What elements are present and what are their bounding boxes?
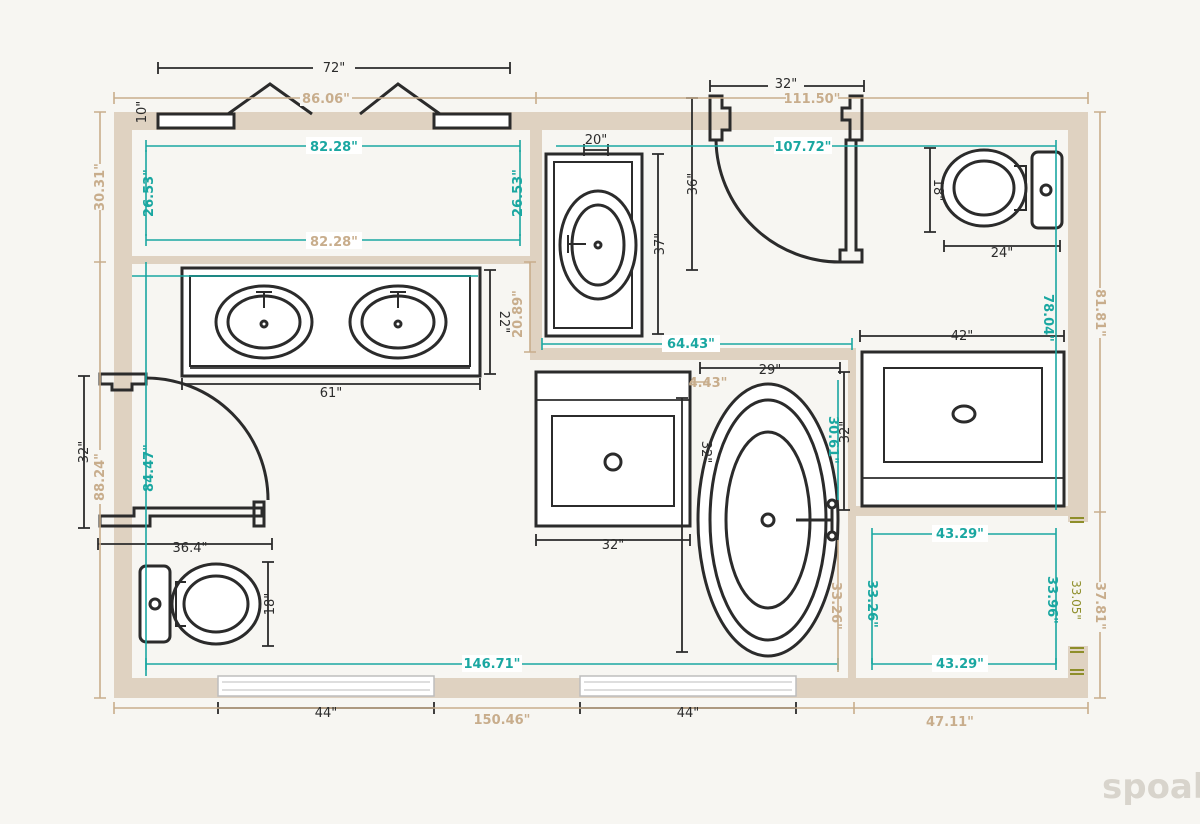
dim-107-72: 107.72" [775, 140, 832, 155]
tub-wall [848, 348, 856, 678]
closet-wall [856, 506, 1068, 516]
sink-right [348, 284, 448, 360]
dim-64-43: 64.43" [667, 337, 715, 352]
window-left-sash [227, 82, 313, 116]
door-top[interactable] [708, 94, 864, 264]
dim-4-43: 4.43" [689, 376, 728, 391]
dim-111-50: 111.50" [784, 92, 841, 107]
dim-30-31: 30.31" [93, 163, 108, 211]
dim-20: 20" [585, 133, 608, 148]
vanity-cabinet-center [534, 370, 692, 528]
spoak-logo: spoak. [1102, 767, 1200, 807]
window-right-sash [359, 82, 441, 116]
wall-opening [1068, 522, 1088, 646]
dim-33-26-left: 33.26" [828, 582, 843, 630]
vanity-cabinet-right [860, 350, 1066, 508]
dim-18-bottom: 18" [263, 593, 278, 616]
dim-10: 10" [135, 101, 150, 124]
dim-32-door: 32" [775, 77, 798, 92]
dim-18-top: 18" [930, 179, 945, 202]
door-left[interactable] [98, 372, 270, 528]
double-vanity [180, 266, 482, 378]
toilet-upper-right [940, 148, 1064, 230]
dim-82-28-mid: 82.28" [310, 235, 358, 250]
dim-88-24: 88.24" [93, 453, 108, 501]
dim-29: 29" [759, 363, 782, 378]
dim-61: 61" [320, 386, 343, 401]
dim-32-tub: 32" [698, 441, 713, 464]
dim-43-29-bottom: 43.29" [936, 657, 984, 672]
dimension-labels: 72" 10" 86.06" 111.50" 32" 82.28" 107.72… [77, 61, 1107, 730]
single-vanity [544, 152, 644, 338]
bathtub [696, 382, 840, 658]
dim-26-53-right: 26.53" [511, 169, 526, 217]
dim-24: 24" [991, 246, 1014, 261]
dim-86-06: 86.06" [302, 92, 350, 107]
window-bottom-right [579, 675, 797, 697]
walls [114, 112, 1088, 698]
dim-32-vanity: 32" [602, 538, 625, 553]
dim-26-53-left: 26.53" [142, 169, 157, 217]
dim-22: 22" [496, 311, 511, 334]
vanity-wall [542, 348, 852, 360]
dim-36-4: 36.4" [173, 541, 208, 556]
dim-78-04: 78.04" [1040, 294, 1055, 342]
dim-36: 36" [686, 173, 701, 196]
center-wall-upper [530, 130, 542, 360]
sink-left [214, 284, 314, 360]
dim-33-96: 33.96" [1044, 576, 1059, 624]
dim-150-46: 150.46" [474, 713, 531, 728]
dim-44-left: 44" [315, 706, 338, 721]
dim-84-47: 84.47" [142, 444, 157, 492]
dim-82-28-top: 82.28" [310, 140, 358, 155]
dim-33-26-right: 33.26" [864, 580, 879, 628]
window-right [432, 112, 512, 130]
dim-20-89: 20.89" [511, 290, 526, 338]
windows [156, 82, 797, 697]
dim-32-vanity-depth: 32" [838, 421, 853, 444]
dim-43-29-top: 43.29" [936, 527, 984, 542]
dim-81-81: 81.81" [1092, 289, 1107, 337]
dim-37-81: 37.81" [1092, 582, 1107, 630]
dim-47-11: 47.11" [926, 715, 974, 730]
dim-30-61: 30.61" [825, 416, 840, 464]
dim-33-05: 33.05" [1069, 580, 1083, 620]
dim-42: 42" [951, 329, 974, 344]
dim-72: 72" [323, 61, 346, 76]
dim-37: 37" [653, 233, 668, 256]
dim-32-left-door: 32" [77, 441, 92, 464]
window-left [156, 112, 236, 130]
linen-wall [132, 256, 530, 264]
label-backgrounds [92, 59, 1108, 730]
toilet-lower-left [138, 562, 262, 646]
dim-146-71: 146.71" [464, 657, 521, 672]
window-bottom-left [217, 675, 435, 697]
dim-44-right: 44" [677, 706, 700, 721]
